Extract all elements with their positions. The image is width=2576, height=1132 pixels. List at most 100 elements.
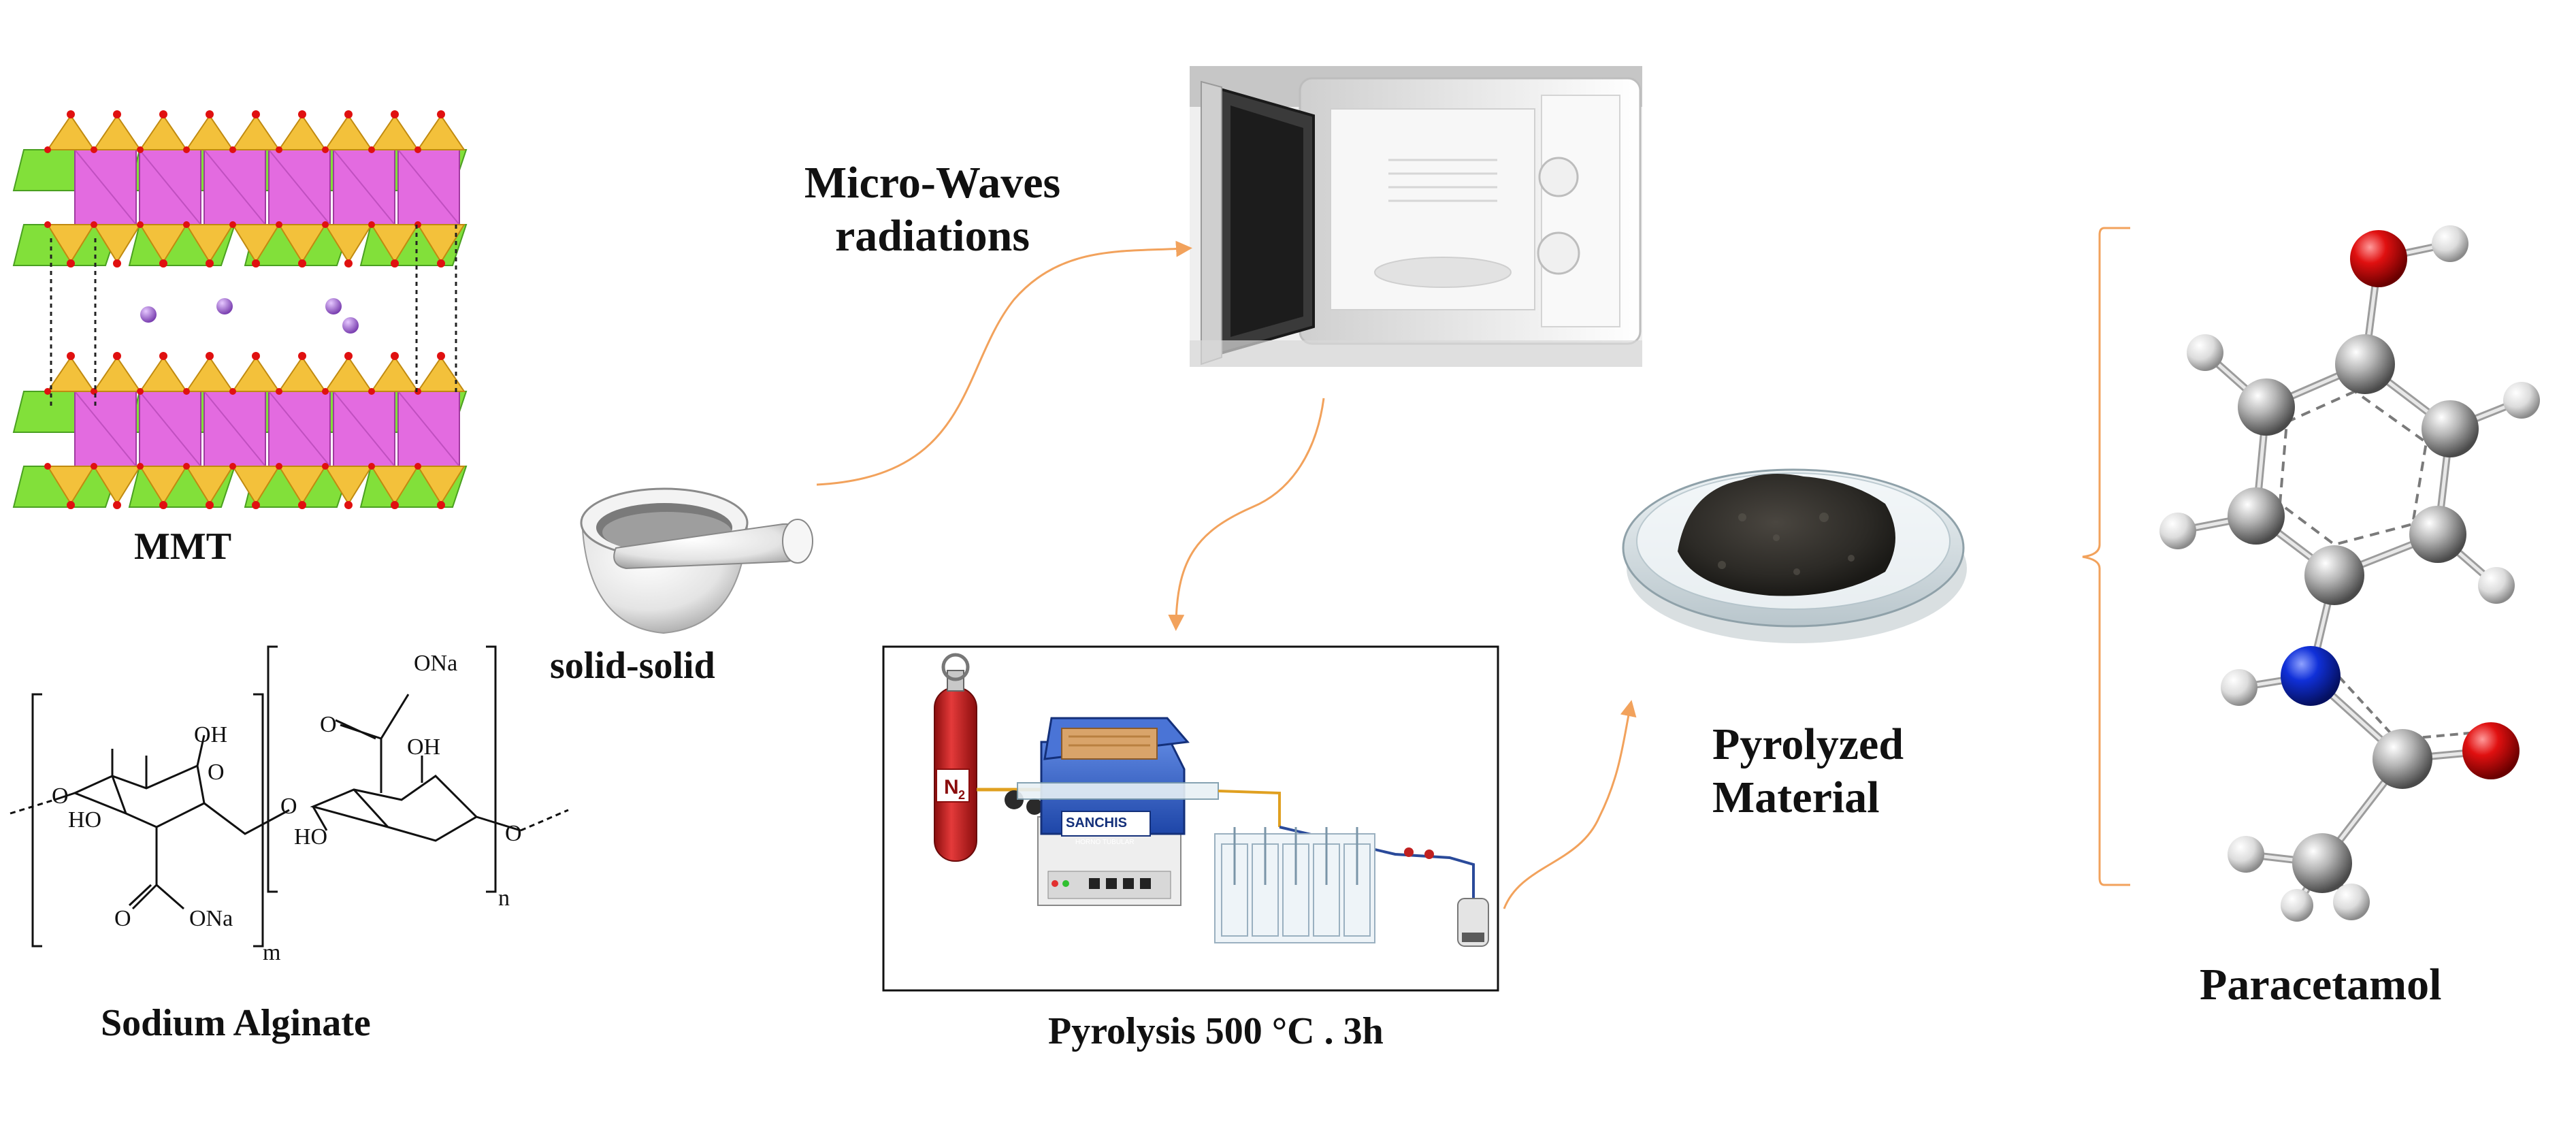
mmt-oxygen-atom	[183, 221, 190, 228]
mmt-tetrahedron	[278, 224, 327, 263]
mmt-tetrahedron	[417, 466, 466, 505]
furnace-model-label: HORNO TUBULAR	[1075, 839, 1135, 846]
paracetamol-hydrogen-atom	[2503, 382, 2540, 419]
mmt-tetrahedron	[185, 466, 234, 505]
alginate-ho2-label: HO	[294, 824, 327, 850]
mmt-oxygen-atom	[183, 388, 190, 395]
paracetamol-carbon-atom	[2409, 506, 2466, 563]
mmt-oxygen-atom	[91, 221, 97, 228]
mmt-octahedron-edge	[333, 149, 395, 225]
mmt-oxygen-atom	[322, 221, 329, 228]
mmt-oxygen-atom	[276, 221, 282, 228]
mmt-tetrahedron	[139, 466, 188, 505]
mmt-oxygen-atom	[322, 146, 329, 153]
mmt-oxygen-atom	[252, 110, 260, 118]
mmt-oxygen-atom	[137, 221, 144, 228]
mmt-octahedron-edge	[397, 391, 460, 467]
mmt-oxygen-atom	[437, 352, 445, 360]
mmt-oxygen-atom	[206, 352, 214, 360]
alginate-subscript-m: m	[263, 940, 280, 965]
mmt-tetrahedron	[370, 466, 419, 505]
micro-waves-line1: Micro-Waves	[804, 158, 1061, 208]
mmt-octahedron-edge	[333, 391, 395, 467]
mmt-oxygen-atom	[391, 501, 399, 509]
grouping-bracket	[2082, 227, 2130, 886]
arrow-microwave-to-furnace	[1168, 398, 1325, 631]
paracetamol-hydrogen-atom	[2187, 334, 2223, 371]
mmt-oxygen-atom	[298, 352, 306, 360]
pyrolysis-label: Pyrolysis 500 °C . 3h	[1048, 1010, 1384, 1052]
mmt-tetrahedron	[324, 224, 373, 263]
mmt-tetrahedron	[278, 356, 327, 392]
mmt-oxygen-atom	[344, 110, 353, 118]
mmt-tetrahedron	[93, 224, 142, 263]
mmt-tetrahedron	[185, 224, 234, 263]
mmt-interlayer-cation	[216, 298, 233, 314]
alginate-carbonyl-o-label: O	[114, 906, 131, 931]
paracetamol-oxygen-atom	[2462, 722, 2520, 779]
mmt-tetrahedron	[139, 356, 188, 392]
pyrolysis-setup-illustration: N 2 SANCHIS HORNO TUBULAR	[934, 653, 1489, 947]
mmt-oxygen-atom	[368, 388, 375, 395]
mmt-oxygen-atom	[137, 388, 144, 395]
mmt-tetrahedron	[185, 114, 234, 150]
mmt-oxygen-atom	[44, 221, 51, 228]
paracetamol-nitrogen-atom	[2281, 646, 2341, 706]
alginate-ho-label: HO	[68, 807, 101, 832]
paracetamol-hydrogen-atom	[2221, 669, 2257, 706]
mmt-octahedron-edge	[74, 149, 137, 225]
mmt-oxygen-atom	[344, 259, 353, 268]
mmt-oxygen-atom	[137, 146, 144, 153]
cylinder-gas-label: N	[944, 776, 959, 798]
mmt-oxygen-atom	[391, 259, 399, 268]
mmt-octahedron-edge	[397, 149, 460, 225]
mmt-octahedron-edge	[203, 391, 266, 467]
microwave-oven-photo	[1190, 66, 1642, 367]
alginate-ring-o-label: O	[208, 760, 225, 785]
mmt-oxygen-atom	[206, 501, 214, 509]
paracetamol-oxygen-atom	[2350, 230, 2407, 287]
mmt-oxygen-atom	[159, 352, 167, 360]
paracetamol-carbon-atom	[2373, 729, 2432, 789]
paracetamol-hydrogen-atom	[2432, 225, 2468, 262]
mmt-oxygen-atom	[344, 352, 353, 360]
furnace-brand-label: SANCHIS	[1066, 815, 1127, 830]
process-flow-arrows	[816, 240, 1637, 909]
pyrolysis-setup-frame	[882, 645, 1499, 992]
paracetamol-aromatic-ring	[2278, 389, 2428, 547]
mmt-oxygen-atom	[137, 463, 144, 470]
paracetamol-carbon-atom	[2304, 545, 2364, 605]
mmt-oxygen-atom	[344, 501, 353, 509]
mmt-label: MMT	[134, 525, 232, 568]
paracetamol-hydrogen-atom	[2478, 567, 2515, 604]
mmt-tetrahedron	[93, 114, 142, 150]
mmt-tetrahedron	[46, 466, 95, 505]
mmt-oxygen-atom	[276, 388, 282, 395]
mmt-interlayer-cation	[325, 298, 342, 314]
alginate-link-o-right: O	[505, 821, 522, 846]
mmt-oxygen-atom	[67, 110, 75, 118]
mmt-oxygen-atom	[44, 463, 51, 470]
mmt-oxygen-atom	[229, 388, 236, 395]
mmt-tetrahedron	[370, 356, 419, 392]
mmt-tetrahedron	[324, 356, 373, 392]
sodium-alginate-label: Sodium Alginate	[101, 1002, 371, 1044]
mmt-oxygen-atom	[437, 259, 445, 268]
mmt-octahedron-edge	[139, 149, 201, 225]
mmt-oxygen-atom	[91, 146, 97, 153]
mmt-tetrahedron	[370, 114, 419, 150]
paracetamol-hydrogen-atom	[2228, 836, 2264, 873]
alginate-ona-top-label: ONa	[414, 651, 457, 676]
paracetamol-hydrogen-atom	[2333, 884, 2370, 920]
mmt-tetrahedron	[46, 356, 95, 392]
mmt-oxygen-atom	[252, 501, 260, 509]
mmt-tetrahedron	[93, 356, 142, 392]
mmt-oxygen-atom	[414, 146, 421, 153]
mmt-tetrahedron	[231, 224, 280, 263]
alginate-link-o-left: O	[52, 783, 69, 809]
mmt-oxygen-atom	[391, 110, 399, 118]
paracetamol-hydrogen-atom	[2281, 889, 2313, 922]
mmt-oxygen-atom	[276, 463, 282, 470]
mmt-oxygen-atom	[183, 146, 190, 153]
